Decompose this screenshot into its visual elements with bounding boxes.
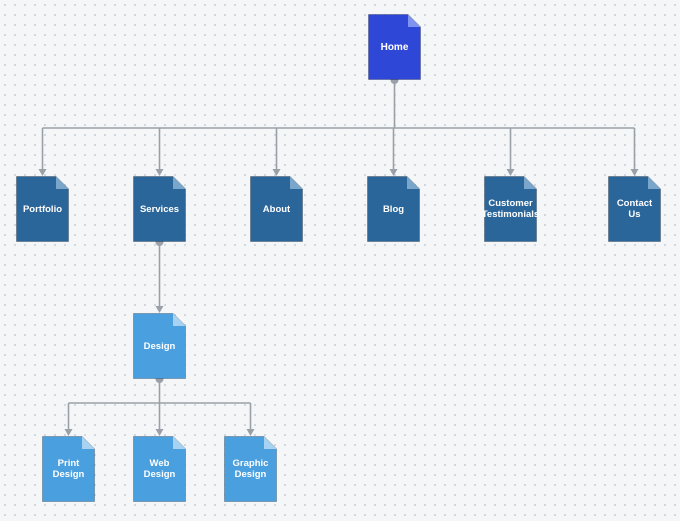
- node-label: About: [262, 203, 291, 215]
- arrow-icon: [155, 306, 164, 313]
- arrow-icon: [155, 429, 164, 436]
- node-label: Contact Us: [616, 198, 653, 220]
- document-body: [224, 436, 277, 502]
- arrow-icon: [389, 169, 398, 176]
- document-body: [250, 176, 303, 242]
- document-body: [133, 176, 186, 242]
- document-fold-corner: [173, 176, 186, 189]
- node-label: Design: [143, 340, 176, 352]
- document-icon: [133, 436, 186, 502]
- node-testimonials[interactable]: Customer Testimonials: [481, 176, 540, 242]
- document-body: [16, 176, 69, 242]
- node-label: Graphic Design: [232, 458, 269, 480]
- node-label: Blog: [382, 203, 405, 215]
- node-label: Web Design: [143, 458, 176, 480]
- document-fold-corner: [56, 176, 69, 189]
- document-icon: [42, 436, 95, 502]
- node-web-design[interactable]: Web Design: [133, 436, 186, 502]
- arrow-icon: [38, 169, 47, 176]
- node-label: Print Design: [52, 458, 85, 480]
- document-body: [484, 176, 537, 242]
- document-icon: [16, 176, 69, 242]
- node-label: Home: [380, 41, 409, 53]
- node-blog[interactable]: Blog: [367, 176, 420, 242]
- document-fold-corner: [524, 176, 537, 189]
- document-icon: [224, 436, 277, 502]
- node-graphic-design[interactable]: Graphic Design: [224, 436, 277, 502]
- node-about[interactable]: About: [250, 176, 303, 242]
- arrow-icon: [246, 429, 255, 436]
- document-fold-corner: [173, 313, 186, 326]
- document-icon: [608, 176, 661, 242]
- document-fold-corner: [408, 14, 421, 27]
- arrow-icon: [630, 169, 639, 176]
- document-body: [133, 436, 186, 502]
- node-portfolio[interactable]: Portfolio: [16, 176, 69, 242]
- document-fold-corner: [173, 436, 186, 449]
- node-label: Services: [139, 203, 180, 215]
- document-fold-corner: [264, 436, 277, 449]
- node-home[interactable]: Home: [368, 14, 421, 80]
- arrow-icon: [272, 169, 281, 176]
- document-icon: [367, 176, 420, 242]
- document-body: [608, 176, 661, 242]
- document-fold-corner: [407, 176, 420, 189]
- document-icon: [250, 176, 303, 242]
- node-services[interactable]: Services: [133, 176, 186, 242]
- document-body: [133, 313, 186, 379]
- arrow-icon: [155, 169, 164, 176]
- arrow-icon: [64, 429, 73, 436]
- document-body: [367, 176, 420, 242]
- node-label: Portfolio: [22, 203, 63, 215]
- document-body: [42, 436, 95, 502]
- document-icon: [484, 176, 537, 242]
- document-icon: [368, 14, 421, 80]
- document-body: [368, 14, 421, 80]
- document-fold-corner: [290, 176, 303, 189]
- document-fold-corner: [648, 176, 661, 189]
- node-design[interactable]: Design: [133, 313, 186, 379]
- node-print-design[interactable]: Print Design: [42, 436, 95, 502]
- arrow-icon: [506, 169, 515, 176]
- document-icon: [133, 176, 186, 242]
- document-icon: [133, 313, 186, 379]
- document-fold-corner: [82, 436, 95, 449]
- node-label: Customer Testimonials: [481, 198, 540, 220]
- node-contact[interactable]: Contact Us: [608, 176, 661, 242]
